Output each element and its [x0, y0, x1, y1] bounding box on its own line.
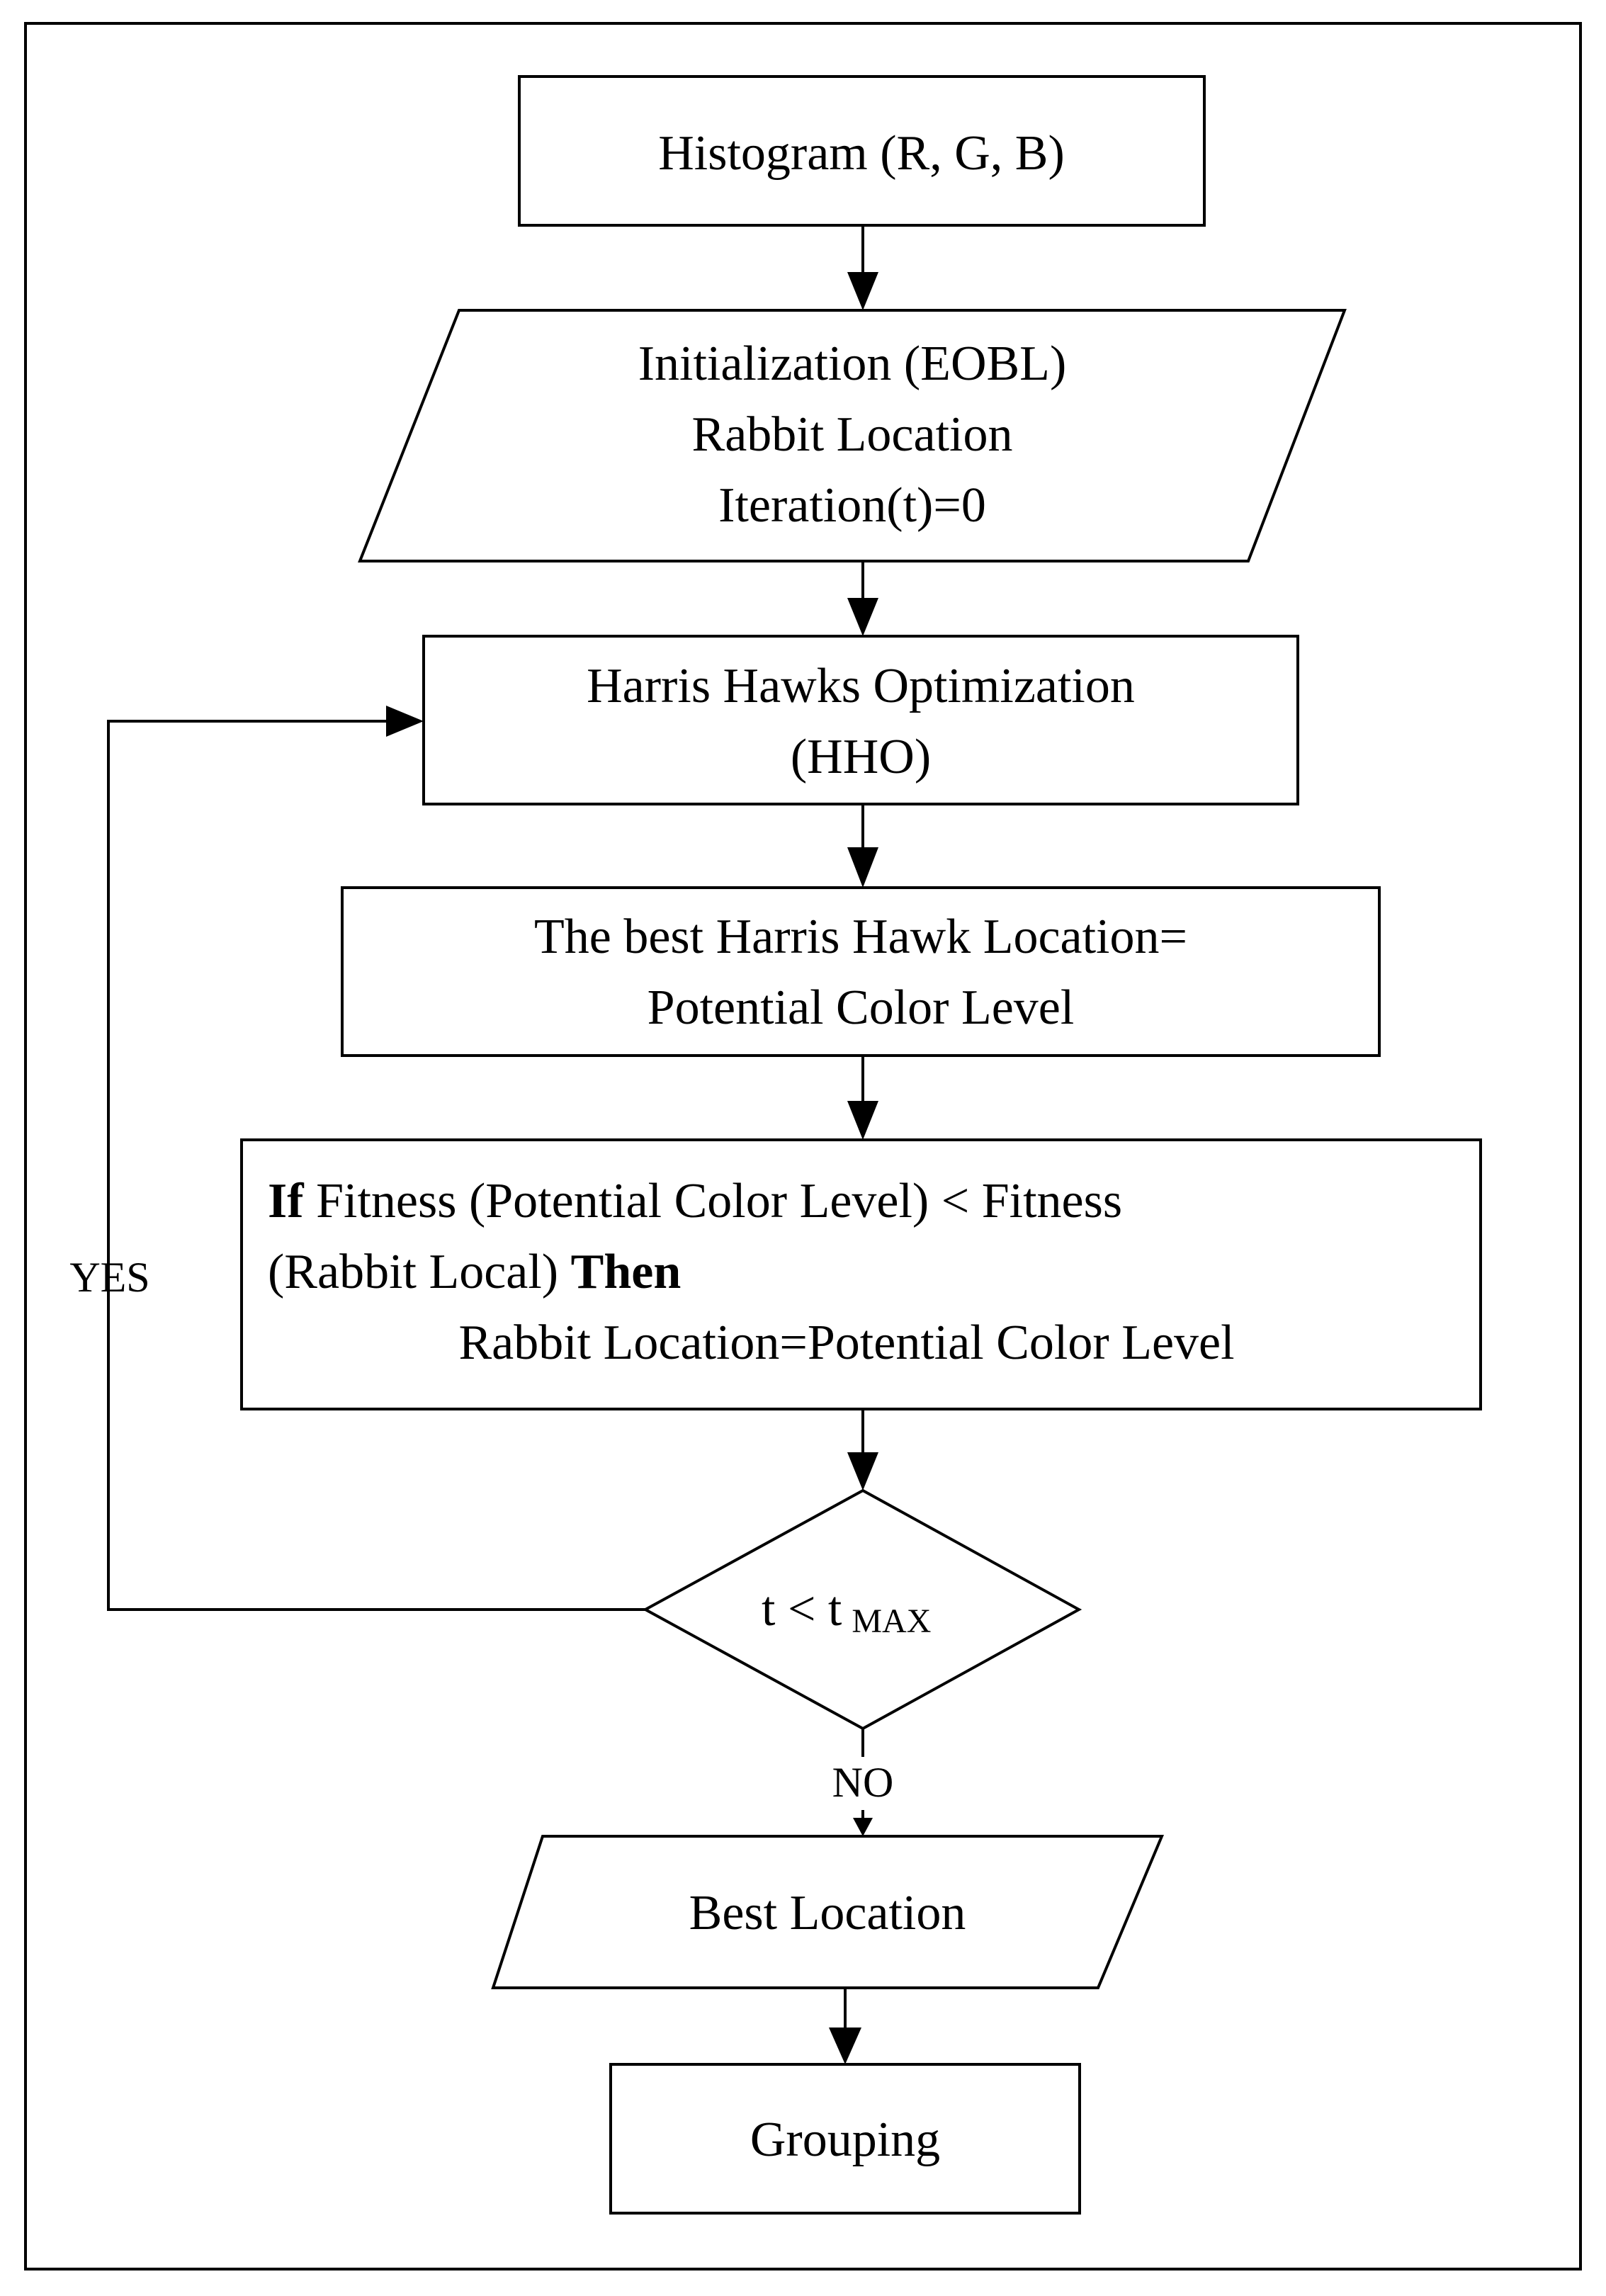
hho-box [422, 635, 1299, 805]
fitness-check-node: If Fitness (Potential Color Level) < Fit… [240, 1138, 1482, 1410]
fitness-then-keyword: Then [571, 1245, 682, 1299]
initialization-line3: Iteration(t)=0 [718, 478, 986, 533]
yes-loop-edge [107, 706, 645, 1611]
grouping-box [609, 2063, 1081, 2215]
best-hawk-line1: The best Harris Hawk Location= [534, 910, 1187, 964]
best-hawk-line2: Potential Color Level [648, 980, 1075, 1035]
best-location-node: Best Location [491, 1835, 1165, 1989]
initialization-line1: Initialization (EOBL) [638, 337, 1067, 391]
arrow-histogram-to-init [847, 225, 878, 310]
fitness-line1-text: Fitness (Potential Color Level) < Fitnes… [304, 1174, 1123, 1228]
fitness-check-line3: Rabbit Location=Potential Color Level [458, 1316, 1234, 1370]
best-location-label: Best Location [689, 1886, 966, 1940]
grouping-node: Grouping [609, 2063, 1081, 2215]
fitness-check-line2: (Rabbit Local) Then [268, 1245, 681, 1299]
histogram-label: Histogram (R, G, B) [658, 126, 1065, 181]
best-hawk-box [341, 886, 1381, 1057]
decision-main: t < t [762, 1582, 842, 1636]
fitness-check-box [240, 1138, 1482, 1410]
arrow-init-to-hho [847, 561, 878, 636]
decision-label: t < t MAX [762, 1582, 931, 1640]
grouping-label: Grouping [750, 2113, 940, 2167]
arrow-best-location-to-grouping [829, 1988, 861, 2064]
initialization-line2: Rabbit Location [692, 407, 1013, 462]
best-hawk-node: The best Harris Hawk Location= Potential… [341, 886, 1381, 1057]
no-label: NO [832, 1759, 894, 1806]
best-location-shape [491, 1835, 1165, 1989]
initialization-node: Initialization (EOBL) Rabbit Location It… [358, 309, 1347, 562]
fitness-line2-text: (Rabbit Local) [268, 1245, 571, 1299]
yes-label: YES [69, 1254, 149, 1301]
fitness-if-keyword: If [268, 1174, 304, 1228]
hho-node: Harris Hawks Optimization (HHO) [422, 635, 1299, 805]
arrow-hho-to-best-hawk [847, 804, 878, 888]
hho-line2: (HHO) [791, 730, 931, 784]
fitness-check-line1: If Fitness (Potential Color Level) < Fit… [268, 1174, 1122, 1228]
arrow-best-hawk-to-fitness [847, 1056, 878, 1140]
initialization-shape [358, 309, 1347, 562]
outer-frame [24, 22, 1582, 2270]
hho-line1: Harris Hawks Optimization [587, 659, 1135, 713]
decision-node: t < t MAX [642, 1488, 1082, 1731]
no-edge [853, 1729, 873, 1836]
histogram-node: Histogram (R, G, B) [518, 75, 1206, 227]
arrow-fitness-to-decision [847, 1409, 878, 1491]
decision-subscript: MAX [852, 1602, 931, 1640]
